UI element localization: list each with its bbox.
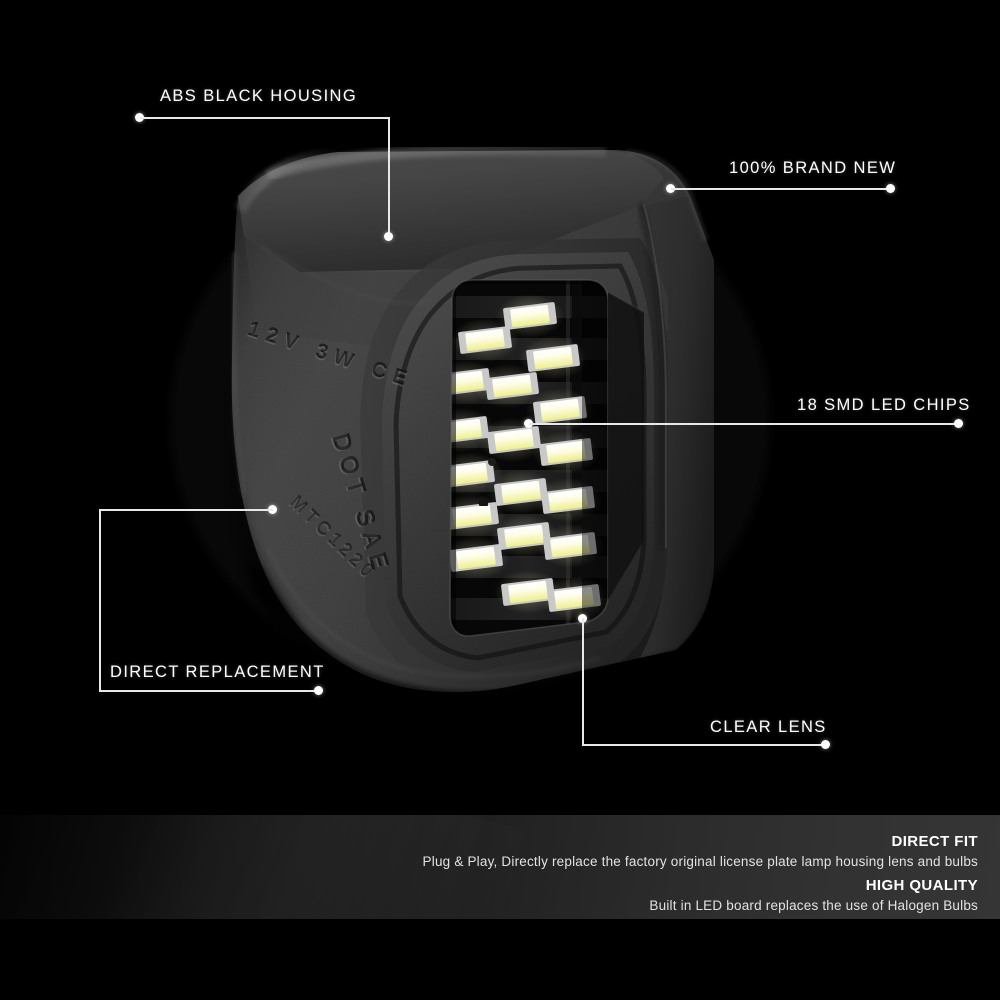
feature-direct-fit-description: Plug & Play, Directly replace the factor…	[422, 853, 978, 869]
feature-high-quality-description: Built in LED board replaces the use of H…	[649, 897, 978, 913]
callout-dot-brand-new-end	[886, 184, 895, 193]
callout-label-smd-led-chips: 18 SMD LED CHIPS	[797, 396, 971, 414]
callout-dot-abs-black-housing-start	[135, 113, 144, 122]
callout-label-brand-new: 100% BRAND NEW	[729, 159, 897, 177]
callout-label-abs-black-housing: ABS BLACK HOUSING	[160, 87, 358, 105]
callout-label-direct-replacement: DIRECT REPLACEMENT	[110, 663, 325, 681]
callout-dot-smd-led-chips-end	[954, 419, 963, 428]
callout-label-clear-lens: CLEAR LENS	[710, 718, 827, 736]
callout-line-direct-replacement-top	[99, 509, 273, 511]
callout-line-direct-replacement-bottom	[99, 690, 319, 692]
callout-dot-clear-lens-end	[821, 740, 830, 749]
callout-line-clear-lens-vertical	[582, 618, 584, 746]
feature-direct-fit: DIRECT FIT Plug & Play, Directly replace…	[423, 833, 978, 871]
footer-background	[0, 815, 1000, 919]
callout-line-brand-new	[671, 188, 891, 190]
callout-dot-direct-replacement-end	[314, 686, 323, 695]
feature-footer-band: DIRECT FIT Plug & Play, Directly replace…	[0, 815, 1000, 919]
callout-line-abs-black-housing-horizontal	[140, 117, 389, 119]
callout-line-clear-lens-horizontal	[582, 744, 826, 746]
feature-direct-fit-heading: DIRECT FIT	[891, 833, 978, 850]
callout-line-abs-black-housing-vertical	[388, 117, 390, 236]
callout-dot-abs-black-housing-end	[384, 232, 393, 241]
callout-line-smd-led-chips	[529, 423, 959, 425]
smd-led-chips	[450, 302, 601, 612]
callout-dot-brand-new-start	[666, 184, 675, 193]
feature-high-quality-heading: HIGH QUALITY	[865, 877, 978, 894]
clear-lens-window	[449, 279, 609, 637]
led-board	[450, 280, 608, 637]
callout-dot-smd-led-chips-start	[524, 419, 533, 428]
callout-line-direct-replacement-vertical	[99, 509, 101, 692]
feature-high-quality: HIGH QUALITY Built in LED board replaces…	[649, 877, 978, 915]
